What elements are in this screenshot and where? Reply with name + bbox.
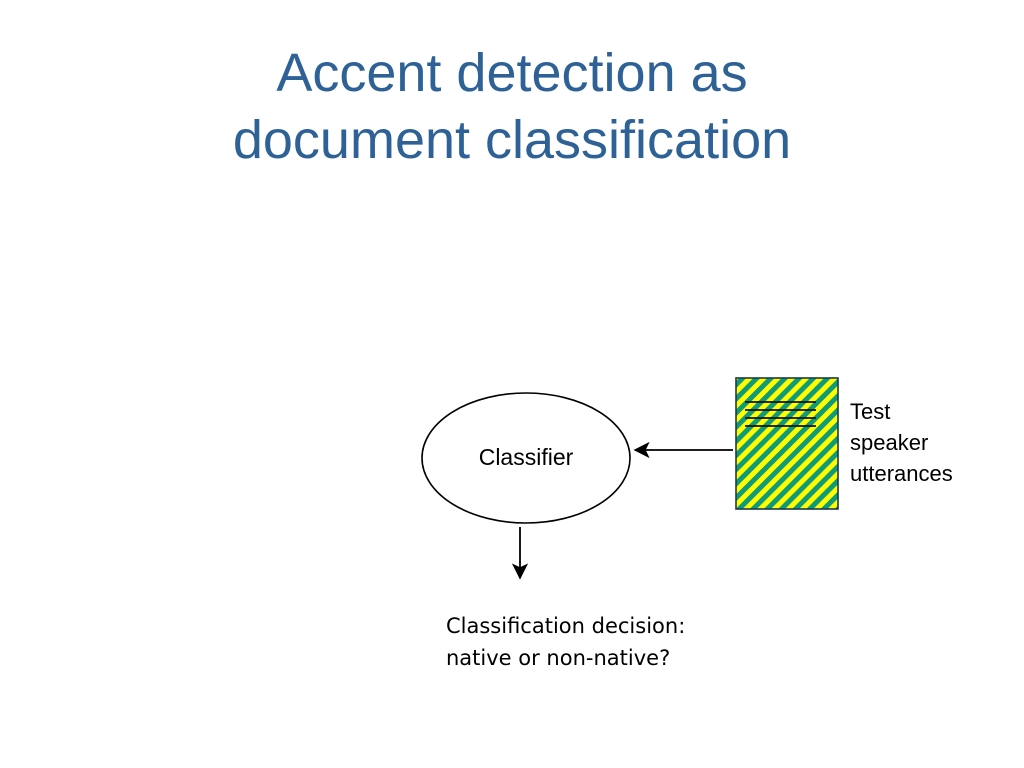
test-utterances-label: Test speaker utterances [850,399,953,486]
classification-decision-label: Classification decision: native or non-n… [446,614,686,670]
classifier-ellipse[interactable] [421,392,631,524]
test-utterances-document-icon[interactable] [735,377,839,510]
document-body [735,377,839,510]
page-title: Accent detection as document classificat… [232,43,792,170]
classifier-node-label: Classifier [478,444,574,470]
document-text-lines [745,401,816,427]
